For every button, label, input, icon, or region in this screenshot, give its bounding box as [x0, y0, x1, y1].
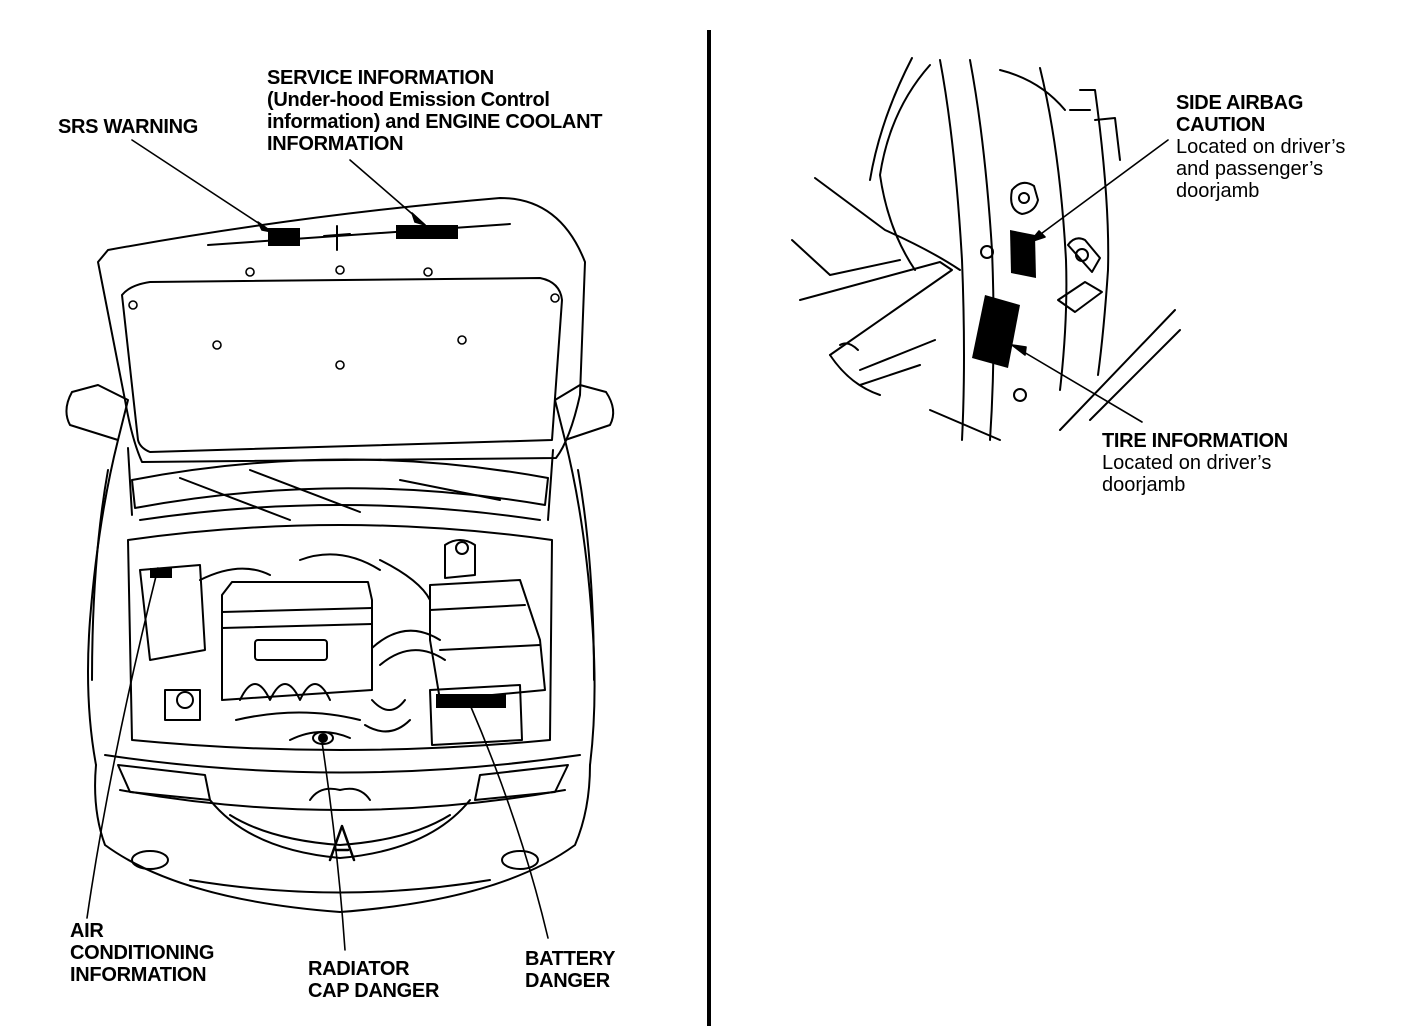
leader-lines-left — [86, 139, 549, 951]
service-info-line1: SERVICE INFORMATION — [267, 67, 494, 89]
service-info-line4: INFORMATION — [267, 133, 404, 155]
side-airbag-line5: doorjamb — [1176, 180, 1260, 202]
tire-info-label: TIRE INFORMATION Located on driver’s doo… — [1102, 430, 1288, 496]
label-markers — [150, 225, 506, 743]
side-airbag-line1: SIDE AIRBAG — [1176, 92, 1304, 114]
air-conditioning-line1: AIR — [70, 920, 104, 942]
service-info-line3: information) and ENGINE COOLANT — [267, 111, 603, 133]
panel-divider — [707, 30, 711, 1026]
car-front-drawing — [65, 197, 615, 913]
radiator-cap-label: RADIATOR CAP DANGER — [308, 958, 439, 1002]
side-airbag-label: SIDE AIRBAG CAUTION Located on driver’s … — [1176, 92, 1345, 202]
side-airbag-line4: and passenger’s — [1176, 158, 1324, 180]
air-conditioning-line2: CONDITIONING — [70, 942, 215, 964]
battery-line1: BATTERY — [525, 948, 616, 970]
doorjamb-drawing — [791, 57, 1181, 441]
side-airbag-line2: CAUTION — [1176, 114, 1266, 136]
radiator-cap-line2: CAP DANGER — [308, 980, 440, 1002]
srs-warning-label: SRS WARNING — [58, 116, 198, 138]
service-info-label: SERVICE INFORMATION (Under-hood Emission… — [267, 67, 602, 155]
tire-info-line3: doorjamb — [1102, 474, 1186, 496]
air-conditioning-label: AIR CONDITIONING INFORMATION — [70, 920, 214, 986]
service-info-line2: (Under-hood Emission Control — [267, 89, 550, 111]
srs-warning-text: SRS WARNING — [58, 116, 199, 138]
battery-line2: DANGER — [525, 970, 610, 992]
side-airbag-line3: Located on driver’s — [1176, 136, 1346, 158]
air-conditioning-line3: INFORMATION — [70, 964, 207, 986]
battery-label: BATTERY DANGER — [525, 948, 615, 992]
tire-info-line1: TIRE INFORMATION — [1102, 430, 1288, 452]
radiator-cap-line1: RADIATOR — [308, 958, 410, 980]
leader-lines-right — [1011, 139, 1169, 423]
tire-info-line2: Located on driver’s — [1102, 452, 1272, 474]
